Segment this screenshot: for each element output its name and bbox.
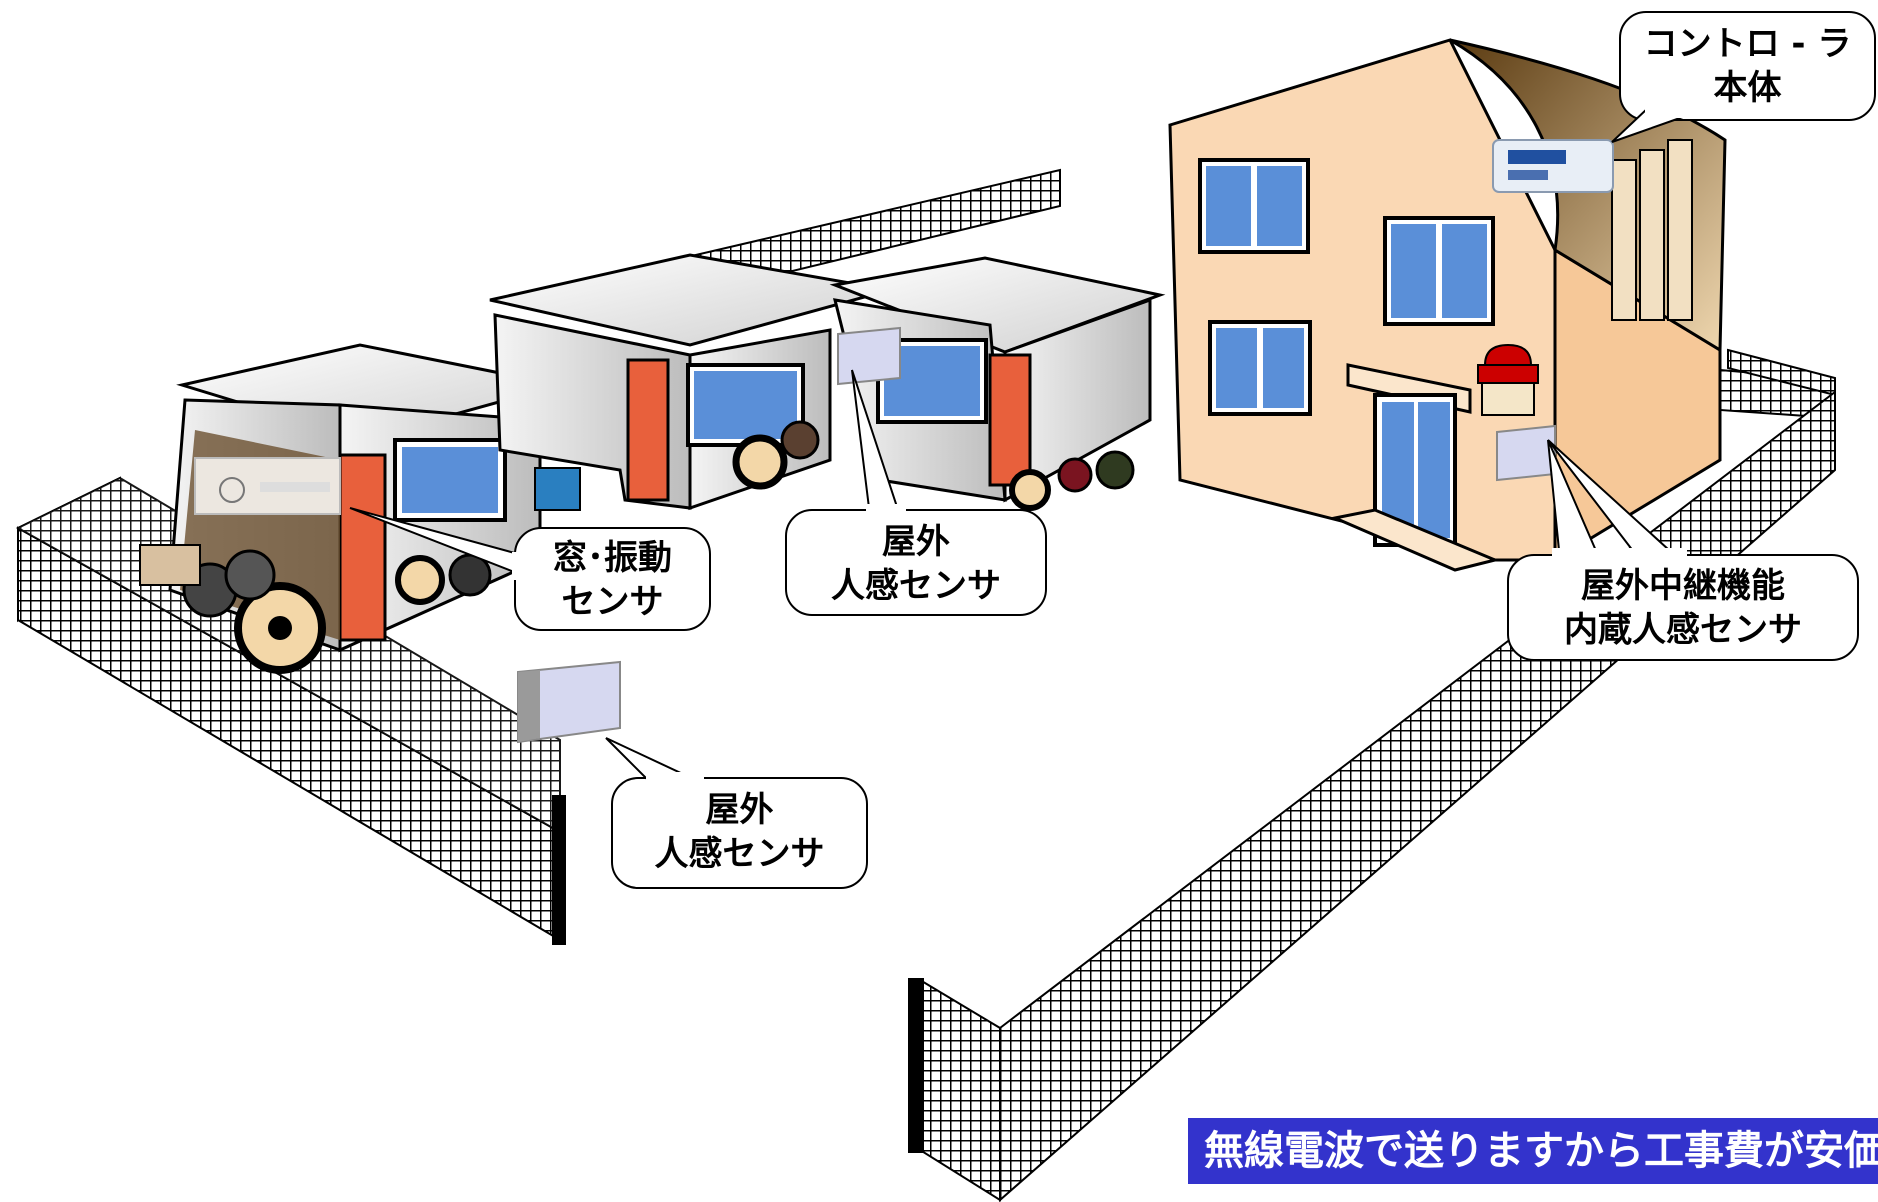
building-window [1208,320,1312,416]
callout-relay-motion-line1: 屋外中継機能 [1581,566,1785,606]
callout-outdoor-motion-bottom [605,737,868,889]
callout-outdoor-motion-top-text: 屋外 人感センサ [786,520,1046,608]
callout-window-vibration [349,507,711,631]
motion-sensor-icon [1496,424,1556,482]
callout-outdoor-motion-top-line2: 人感センサ [831,566,1001,606]
callout-relay-motion-text: 屋外中継機能 内蔵人感センサ [1508,564,1858,652]
callout-relay-motion-line2: 内蔵人感センサ [1564,610,1802,650]
callout-controller-text: コントロ - ラ 本体 [1620,22,1875,110]
callout-outdoor-motion-bottom-text: 屋外 人感センサ [612,788,867,876]
motion-sensor-icon [837,326,901,386]
bottom-banner: 無線電波で送りますから工事費が安価 [1188,1118,1878,1184]
shed-middle [489,253,891,511]
cable-reel [139,420,1135,674]
callout-window-vibration-line1: 窓･振動 [553,538,672,578]
building-window [1198,158,1310,254]
callout-controller-line2: 本体 [1713,68,1782,108]
callout-window-vibration-text: 窓･振動 センサ [515,536,710,624]
building [1168,38,1727,572]
callout-window-vibration-line2: センサ [561,582,664,622]
controller-device-icon [1492,139,1614,193]
callout-relay-motion [1507,439,1859,661]
callout-controller-line1: コントロ - ラ [1643,24,1852,64]
motion-sensor-icon [517,660,621,744]
callout-outdoor-motion-bottom-line2: 人感センサ [654,834,825,874]
callout-outdoor-motion-top [785,369,1047,616]
building-window [1383,216,1495,326]
callout-outdoor-motion-bottom-line1: 屋外 [705,790,774,830]
callout-outdoor-motion-top-line1: 屋外 [882,522,950,562]
window-sensor-icon [194,457,341,515]
alarm-lamp-icon [1477,343,1539,416]
callout-controller [1611,11,1876,143]
